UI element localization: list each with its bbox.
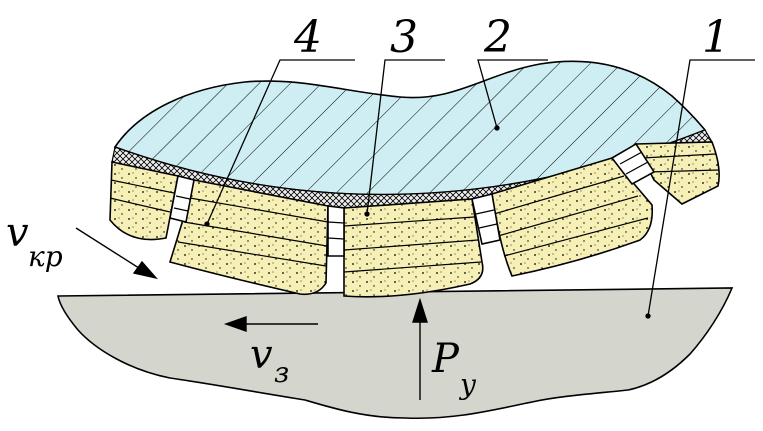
p-y-arrow-head (412, 297, 428, 323)
bond-layer-crosshatch (112, 130, 712, 210)
segment-3 (343, 198, 484, 298)
label-part-4: 4 (293, 12, 322, 63)
segment-5 (634, 141, 720, 205)
spacers (169, 142, 656, 257)
label-part-2: 2 (483, 12, 512, 63)
segment-1-texture (110, 162, 178, 240)
wheel-hatching (115, 61, 705, 195)
spacer-4-marks (619, 151, 649, 175)
leader-3 (366, 59, 445, 215)
label-p-y-subscript: y (458, 368, 477, 401)
v-kr-arrow-shaft (75, 227, 143, 271)
leader-2-dot (494, 125, 500, 131)
labels: 4 3 2 1 v кр v з P y (6, 12, 730, 401)
spacer-3-marks (475, 209, 498, 229)
abrasive-segments (109, 141, 720, 298)
segment-1 (109, 161, 179, 241)
spacer-2 (327, 205, 345, 257)
segment-2 (168, 179, 329, 296)
workpiece-body (57, 287, 734, 420)
label-v-kr-main: v (6, 210, 29, 256)
label-p-y: P (431, 336, 460, 382)
leader-3-dot (364, 211, 370, 217)
spacer-3 (471, 193, 501, 245)
leader-1-dot (645, 313, 651, 319)
segment-5-lines (641, 153, 720, 173)
segment-4-lines (493, 175, 649, 257)
v-z-arrow-head (223, 316, 247, 332)
spacer-4 (610, 142, 656, 186)
spacer-2-marks (327, 221, 345, 240)
workpiece (57, 287, 734, 420)
v-kr-arrow-head (132, 260, 158, 280)
segment-2-texture (170, 180, 328, 295)
arrows (75, 227, 428, 400)
segment-4-texture (492, 158, 653, 276)
segment-1-lines (109, 179, 175, 213)
label-v-kr: v (6, 210, 29, 256)
leader-2 (477, 59, 548, 129)
leader-4-dot (204, 221, 210, 227)
leader-4 (206, 59, 355, 225)
wheel-body (113, 60, 707, 196)
label-v-z-subscript: з (274, 356, 289, 389)
label-part-1: 1 (702, 12, 730, 63)
segment-4 (491, 157, 654, 277)
leader-1 (647, 59, 755, 317)
label-v-kr-subscript: кр (28, 240, 63, 273)
label-v-z: v (250, 332, 273, 378)
label-part-3: 3 (390, 12, 418, 63)
leader-lines (204, 59, 755, 319)
segment-3-lines (343, 216, 482, 273)
spacer-1-marks (173, 195, 191, 212)
